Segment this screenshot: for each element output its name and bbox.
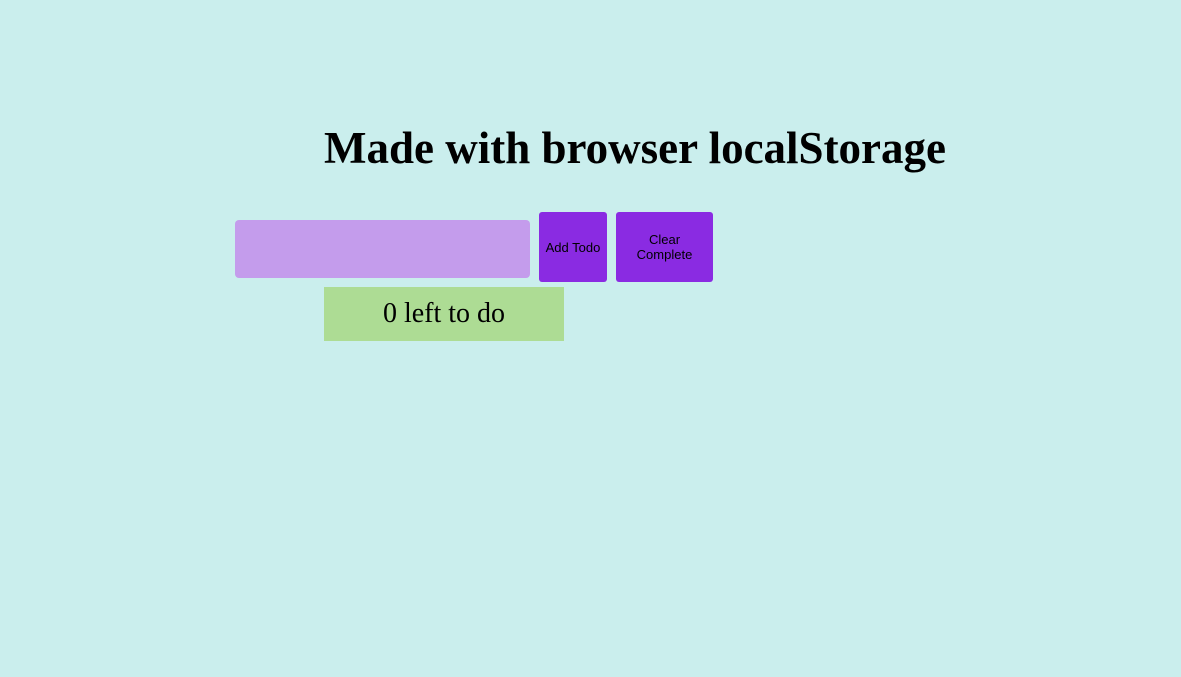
add-todo-button[interactable]: Add Todo [539, 212, 607, 282]
todo-input[interactable] [235, 220, 530, 278]
clear-complete-label: Clear Complete [636, 232, 693, 262]
clear-complete-button[interactable]: Clear Complete [616, 212, 713, 282]
remaining-count: 0 left to do [324, 287, 564, 341]
page-title: Made with browser localStorage [324, 123, 947, 173]
add-todo-label: Add Todo [545, 239, 601, 255]
